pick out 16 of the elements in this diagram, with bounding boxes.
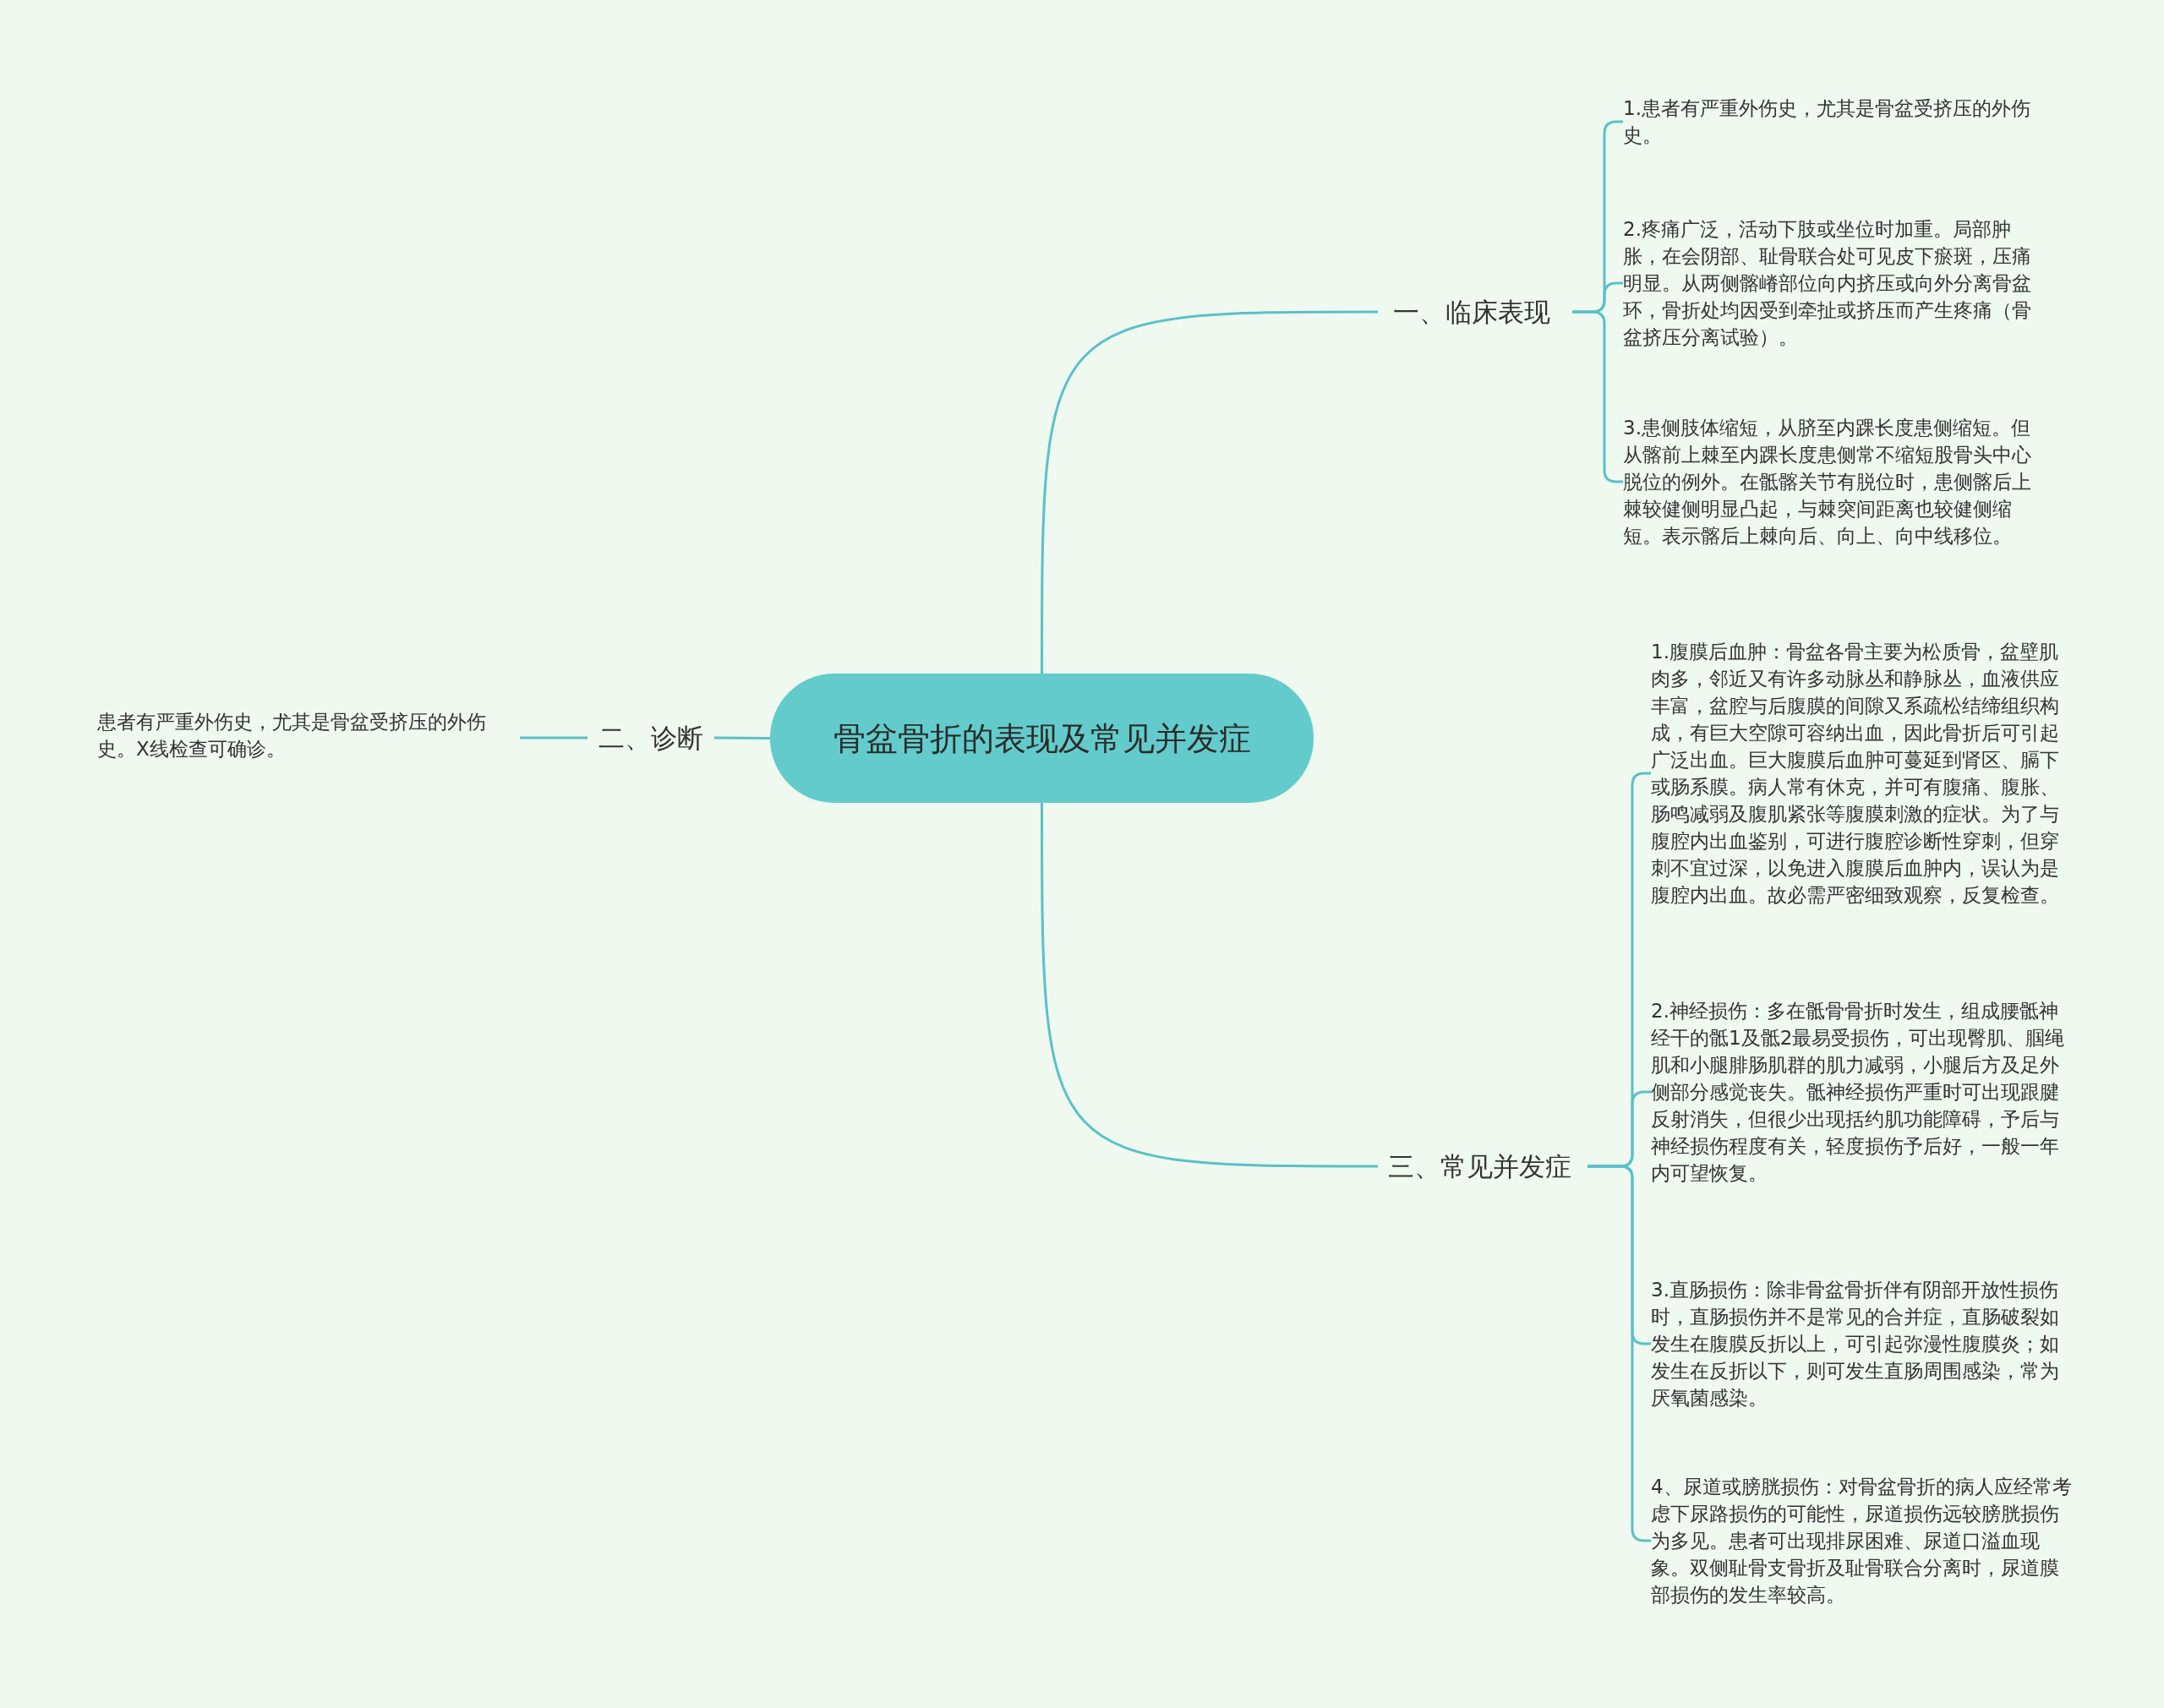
- connector-line: [520, 736, 587, 739]
- branch-topic: 二、诊断: [587, 717, 714, 759]
- detail-text: 1.腹膜后血肿：骨盆各骨主要为松质骨，盆壁肌肉多，邻近又有许多动脉丛和静脉丛，血液供应丰富，盆腔与后腹膜的间隙又系疏松结缔组织构成，有巨大空隙可容纳出血，因此骨折后可引起广泛出血。巨大腹膜后血肿可蔓延到肾区、膈下或肠系膜。病人常有休克，并可有腹痛、腹胀、肠鸣减弱及腹肌紧张等腹膜刺激的症状。为了与腹腔内出血鉴别，可进行腹腔诊断性穿刺，但穿刺不宜过深，以免进入腹膜后血肿内，误认为是腹腔内出血。故必需严密细致观察，反复检查。: [1651, 638, 2074, 909]
- detail-text: 3.患侧肢体缩短，从脐至内踝长度患侧缩短。但从髂前上棘至内踝长度患侧常不缩短股骨头中心脱位的例外。在骶髂关节有脱位时，患侧髂后上棘较健侧明显凸起，与棘突间距离也较健侧缩短。表示髂后上棘向后、向上、向中线移位。: [1623, 414, 2046, 549]
- detail-text: 1.患者有严重外伤史，尤其是骨盆受挤压的外伤史。: [1623, 95, 2046, 149]
- connector-line: [714, 736, 770, 739]
- connector-line: [1041, 803, 1378, 1168]
- detail-text: 2.神经损伤：多在骶骨骨折时发生，组成腰骶神经干的骶1及骶2最易受损伤，可出现臀肌、腘绳肌和小腿腓肠肌群的肌力减弱，小腿后方及足外侧部分感觉丧失。骶神经损伤严重时可出现跟腱反射消失，但很少出现括约肌功能障碍，予后与神经损伤程度有关，轻度损伤予后好，一般一年内可望恢复。: [1651, 997, 2074, 1187]
- detail-text: 3.直肠损伤：除非骨盆骨折伴有阴部开放性损伤时，直肠损伤并不是常见的合并症，直肠破裂如发生在腹膜反折以上，可引起弥漫性腹膜炎；如发生在反折以下，则可发生直肠周围感染，常为厌氧菌感染。: [1651, 1276, 2074, 1411]
- detail-text: 4、尿道或膀胱损伤：对骨盆骨折的病人应经常考虑下尿路损伤的可能性，尿道损伤远较膀胱损伤为多见。患者可出现排尿困难、尿道口溢血现象。双侧耻骨支骨折及耻骨联合分离时，尿道膜部损伤的发生率较高。: [1651, 1473, 2074, 1608]
- branch-topic: 三、常见并发症: [1378, 1145, 1581, 1187]
- central-topic: 骨盆骨折的表现及常见并发症: [770, 674, 1314, 803]
- detail-text: 2.疼痛广泛，活动下肢或坐位时加重。局部肿胀，在会阴部、耻骨联合处可见皮下瘀斑，压痛明显。从两侧髂嵴部位向内挤压或向外分离骨盆环，骨折处均因受到牵扯或挤压而产生疼痛（骨盆挤压分离试验）。: [1623, 216, 2046, 351]
- branch-topic: 一、临床表现: [1378, 291, 1566, 333]
- connector-line: [1041, 310, 1378, 674]
- detail-text: 患者有严重外伤史，尤其是骨盆受挤压的外伤史。X线检查可确诊。: [97, 708, 520, 762]
